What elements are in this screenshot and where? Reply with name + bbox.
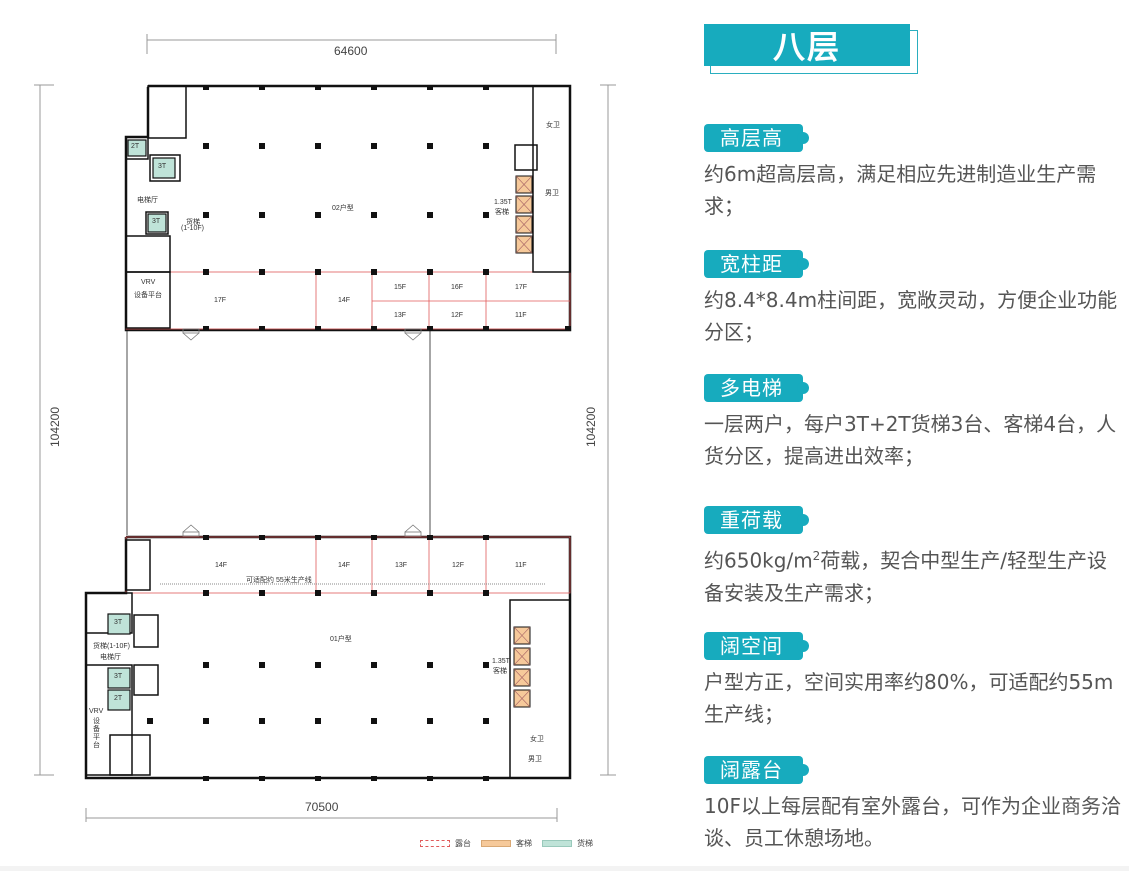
legend-label: 客梯 <box>516 839 532 848</box>
freight-elevator-swatch <box>542 840 572 847</box>
feature-tag: 高层高 <box>704 124 809 152</box>
terrace-label: 16F <box>451 284 464 291</box>
elevator-hall-label: 电梯厅 <box>100 654 121 661</box>
feature-space: 阔空间 户型方正，空间实用率约80%，可适配约55m生产线； <box>704 632 1124 730</box>
feature-elevators: 多电梯 一层两户，每户3T+2T货梯3台、客梯4台，人货分区，提高进出效率； <box>704 374 1124 472</box>
legend-item-terrace: 露台 <box>420 838 471 849</box>
terrace-label: 12F <box>452 562 465 569</box>
dimension-top: 64600 <box>334 44 368 58</box>
legend: 露台 客梯 货梯 <box>420 838 593 849</box>
elevator-tag: 2T <box>131 143 140 150</box>
terrace-label: 12F <box>451 312 464 319</box>
vrv-platform-label: 设备平台 <box>93 718 100 749</box>
terrace-label: 15F <box>394 284 407 291</box>
terrace-label: 14F <box>338 562 351 569</box>
feature-desc: 约8.4*8.4m柱间距，宽敞灵动，方便企业功能分区； <box>704 288 1118 344</box>
feature-tag: 宽柱距 <box>704 250 809 278</box>
terrace-swatch <box>420 840 450 847</box>
feature-desc: 约6m超高层高，满足相应先进制造业生产需求； <box>704 162 1097 218</box>
feature-tag: 多电梯 <box>704 374 809 402</box>
freight-elevator-floors: (1-10F) <box>181 225 204 232</box>
production-line-label: 可适配约 55米生产线 <box>246 577 312 584</box>
male-wc-label: 男卫 <box>545 190 559 197</box>
legend-label: 货梯 <box>577 839 593 848</box>
lower-block <box>84 524 572 781</box>
feature-tag: 阔露台 <box>704 756 809 784</box>
floor-title: 八层 <box>704 24 918 74</box>
terrace-label: 13F <box>394 312 407 319</box>
legend-label: 露台 <box>455 839 471 848</box>
elevator-tag: 3T <box>152 218 161 225</box>
feature-load-capacity: 重荷载 约650kg/m2荷载，契合中型生产/轻型生产设备安装及生产需求； <box>704 506 1124 609</box>
elevator-hall-label: 电梯厅 <box>137 197 158 204</box>
bottom-divider <box>0 866 1129 871</box>
male-wc-label: 男卫 <box>528 756 542 763</box>
terrace-label: 14F <box>215 562 228 569</box>
passenger-elevator-label: 客梯 <box>495 209 509 216</box>
elevator-tag: 2T <box>114 695 123 702</box>
feature-desc: 户型方正，空间实用率约80%，可适配约55m生产线； <box>704 670 1114 726</box>
dimension-left: 104200 <box>48 406 63 448</box>
feature-panel: 八层 高层高 约6m超高层高，满足相应先进制造业生产需求； 宽柱距 约8.4*8… <box>700 0 1129 871</box>
feature-tag: 阔空间 <box>704 632 809 660</box>
unit-label-01: 01户型 <box>330 636 352 643</box>
floor-title-text: 八层 <box>704 24 910 66</box>
legend-item-freight-elevator: 货梯 <box>542 838 593 849</box>
vrv-label: VRV <box>141 279 156 286</box>
feature-desc: 一层两户，每户3T+2T货梯3台、客梯4台，人货分区，提高进出效率； <box>704 412 1117 468</box>
elevator-tag: 3T <box>158 163 167 170</box>
terrace-label: 17F <box>515 284 528 291</box>
floor-plan: 64600 70500 104200 104200 02户型 01户型 2T 3… <box>34 34 616 849</box>
dimension-bottom: 70500 <box>305 800 339 814</box>
floor-plan-drawing <box>34 34 616 822</box>
dimension-right: 104200 <box>584 406 599 448</box>
passenger-elevator-label: 客梯 <box>493 668 507 675</box>
female-wc-label: 女卫 <box>546 122 560 129</box>
dimension-lines <box>34 34 616 822</box>
terrace-label: 13F <box>395 562 408 569</box>
upper-block <box>124 84 572 341</box>
elevator-tag: 3T <box>114 619 123 626</box>
elevator-tag: 3T <box>114 673 123 680</box>
feature-terrace: 阔露台 10F以上每层配有室外露台，可作为企业商务洽谈、员工休憩场地。 <box>704 756 1124 854</box>
vrv-label: VRV <box>89 708 104 715</box>
terrace-label: 11F <box>515 312 527 319</box>
freight-elevator-label: 货梯(1-10F) <box>93 643 130 650</box>
feature-desc: 约650kg/m2荷载，契合中型生产/轻型生产设备安装及生产需求； <box>704 548 1108 605</box>
terrace-label: 14F <box>338 297 351 304</box>
feature-column-spacing: 宽柱距 约8.4*8.4m柱间距，宽敞灵动，方便企业功能分区； <box>704 250 1124 348</box>
female-wc-label: 女卫 <box>530 736 544 743</box>
unit-label-02: 02户型 <box>332 205 354 212</box>
passenger-elevator-capacity: 1.35T <box>492 658 510 665</box>
freight-elevator-label: 货梯 <box>186 219 200 226</box>
terrace-label: 11F <box>515 562 527 569</box>
terrace-label: 17F <box>214 297 227 304</box>
feature-desc: 10F以上每层配有室外露台，可作为企业商务洽谈、员工休憩场地。 <box>704 794 1121 850</box>
legend-item-passenger-elevator: 客梯 <box>481 838 532 849</box>
feature-tag: 重荷载 <box>704 506 809 534</box>
feature-ceiling-height: 高层高 约6m超高层高，满足相应先进制造业生产需求； <box>704 124 1124 222</box>
vrv-platform-label: 设备平台 <box>134 292 162 299</box>
passenger-elevator-capacity: 1.35T <box>494 199 512 206</box>
passenger-elevator-swatch <box>481 840 511 847</box>
